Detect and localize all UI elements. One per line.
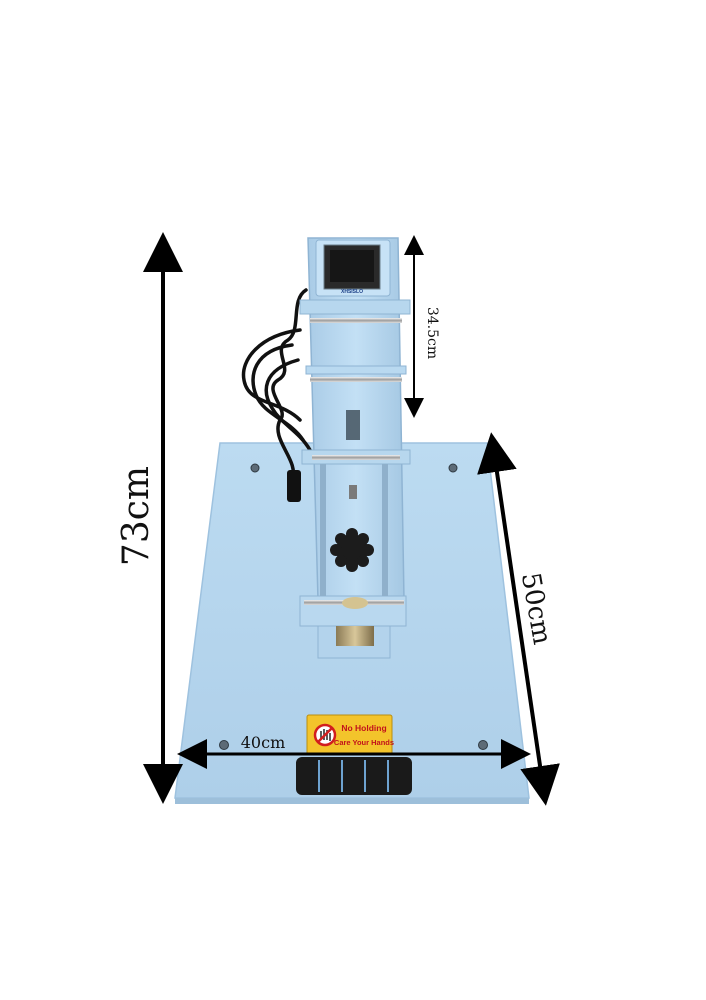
controller-brand: XHSISLO bbox=[341, 289, 363, 295]
chrome-rod bbox=[310, 318, 402, 323]
pressure-knob[interactable] bbox=[330, 528, 374, 572]
dimension-label-head: 34.5cm bbox=[424, 307, 440, 359]
brass-cylinder bbox=[336, 597, 374, 646]
dimension-label-height: 73cm bbox=[116, 466, 157, 566]
controller-box: XHSISLO bbox=[315, 239, 391, 297]
warning-label-line2: Care Your Hands bbox=[334, 738, 394, 747]
warning-label-line1: No Holding bbox=[341, 723, 386, 733]
chrome-rod bbox=[312, 455, 400, 460]
no-hand-icon bbox=[313, 723, 337, 747]
plate-screw bbox=[478, 740, 488, 750]
dimension-label-width: 40cm bbox=[241, 733, 286, 752]
plate-screw bbox=[219, 740, 229, 750]
dimension-arrow-depth bbox=[477, 432, 560, 806]
plate-screw bbox=[448, 463, 458, 473]
warning-label: No Holding Care Your Hands bbox=[306, 714, 394, 756]
power-cable bbox=[241, 288, 312, 502]
plate-screw bbox=[250, 463, 260, 473]
chrome-rod bbox=[310, 377, 402, 382]
press-handle[interactable] bbox=[296, 757, 412, 795]
